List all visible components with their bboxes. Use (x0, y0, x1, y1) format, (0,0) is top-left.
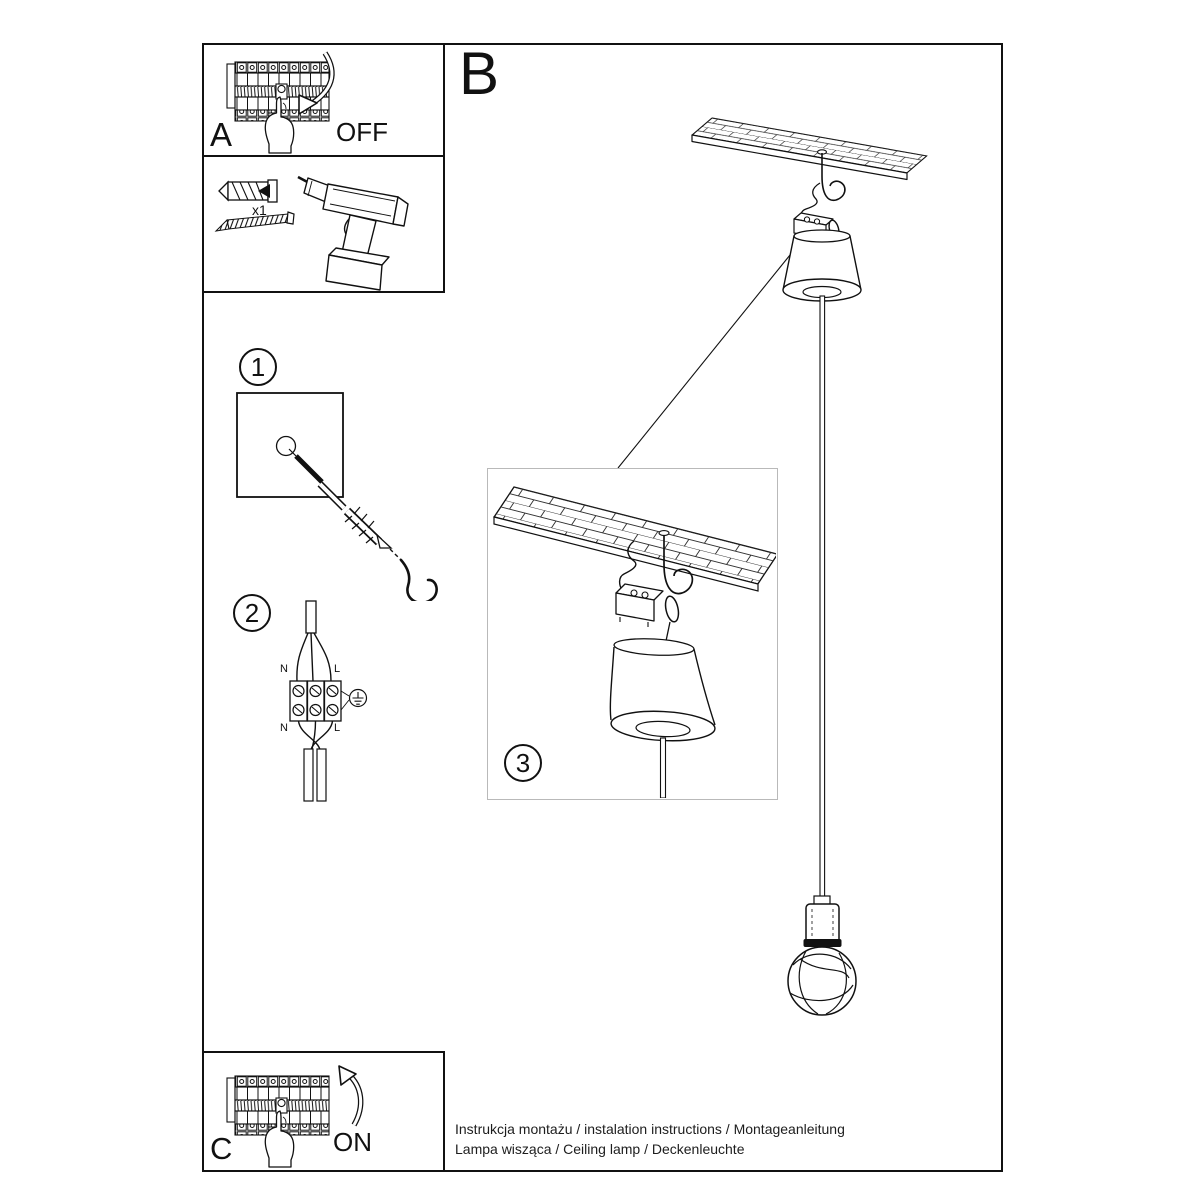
wires-top (296, 632, 332, 682)
panel-a-switch-off: A OFF (202, 43, 445, 157)
canopy (782, 229, 862, 302)
panel-a-letter: A (210, 116, 233, 153)
detail-leader-line (617, 254, 791, 469)
page-border (202, 43, 1003, 1172)
anchor-quantity-label: x1 (252, 202, 267, 218)
breaker-off-illustration (226, 51, 335, 154)
detail-box-step-3: 3 (487, 468, 778, 800)
step-2-number: 2 (244, 597, 260, 628)
step-1-badge: 1 (239, 348, 277, 386)
terminal-block-icon (289, 680, 342, 722)
hook-with-anchor-icon (294, 454, 438, 601)
circuit-breaker-panel-icon (226, 61, 330, 154)
panel-tools: x1 (202, 157, 445, 293)
wire-label-n-bottom: N (280, 722, 288, 734)
ceiling-panel-detail (493, 486, 776, 592)
screw-icon (214, 211, 295, 232)
cable-bottom-right (316, 748, 327, 802)
wiring-diagram (289, 600, 368, 802)
footer-captions: Instrukcja montażu / instalation instruc… (455, 1119, 845, 1159)
circuit-breaker-panel-icon (226, 1075, 330, 1168)
ceiling-hook-icon (618, 530, 694, 595)
lamp-cord (819, 295, 826, 899)
bulb-globe (787, 946, 857, 1016)
cable-top (305, 600, 317, 634)
step-1-illustration (236, 392, 438, 601)
earth-ground-icon (340, 688, 368, 711)
on-label: ON (333, 1127, 372, 1157)
off-label: OFF (336, 117, 388, 147)
wire-label-l-top: L (334, 663, 341, 675)
panel-b-letter: B (459, 40, 500, 107)
step-3-number: 3 (515, 747, 531, 778)
ceiling-panel (691, 117, 928, 181)
terminal-block-icon (615, 583, 680, 642)
wires-bottom (297, 720, 334, 751)
step-2-badge: 2 (233, 594, 271, 632)
breaker-on-illustration (226, 1065, 364, 1168)
caption-line-1: Instrukcja montażu / instalation instruc… (455, 1121, 845, 1137)
panel-c-letter: C (210, 1131, 233, 1166)
panel-c-switch-on: C ON (202, 1051, 445, 1172)
lamp-cord-detail (659, 737, 667, 798)
step-3-badge: 3 (504, 744, 542, 782)
pendant-lamp-icon (787, 895, 857, 1016)
cordless-drill-icon (297, 175, 409, 291)
canopy-detail (609, 638, 716, 742)
wire-label-n-top: N (280, 663, 288, 675)
tools-illustration (214, 175, 409, 291)
step-2-wiring: N L N L (270, 593, 390, 833)
pendant-lamp-illustration (617, 117, 928, 1016)
caption-line-2: Lampa wisząca / Ceiling lamp / Deckenleu… (455, 1141, 745, 1157)
wall-plug-icon (218, 179, 278, 203)
wire-label-l-bottom: L (334, 722, 341, 734)
cable-bottom-left (303, 748, 314, 802)
detail-illustration (493, 486, 776, 798)
step-1-number: 1 (250, 351, 266, 382)
